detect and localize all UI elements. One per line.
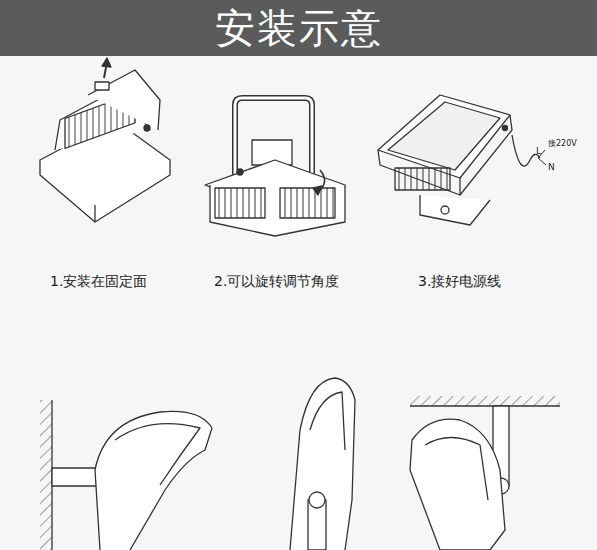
wall-mount xyxy=(40,400,212,550)
title-text: 安装示意 xyxy=(215,1,383,56)
wire-label: L xyxy=(536,146,541,156)
step1-lamp xyxy=(40,58,170,222)
ceiling-mount xyxy=(410,396,560,550)
title-bar: 安装示意 xyxy=(0,0,597,56)
step-caption: 3.接好电源线 xyxy=(418,273,501,291)
step2-lamp xyxy=(205,98,345,236)
ground-mount xyxy=(290,378,355,550)
step-caption: 1.安装在固定面 xyxy=(50,273,147,291)
step3-lamp xyxy=(378,95,546,225)
step-caption: 2.可以旋转调节角度 xyxy=(214,273,339,291)
wire-label: N xyxy=(548,162,555,172)
voltage-label: 接220V xyxy=(548,138,577,149)
